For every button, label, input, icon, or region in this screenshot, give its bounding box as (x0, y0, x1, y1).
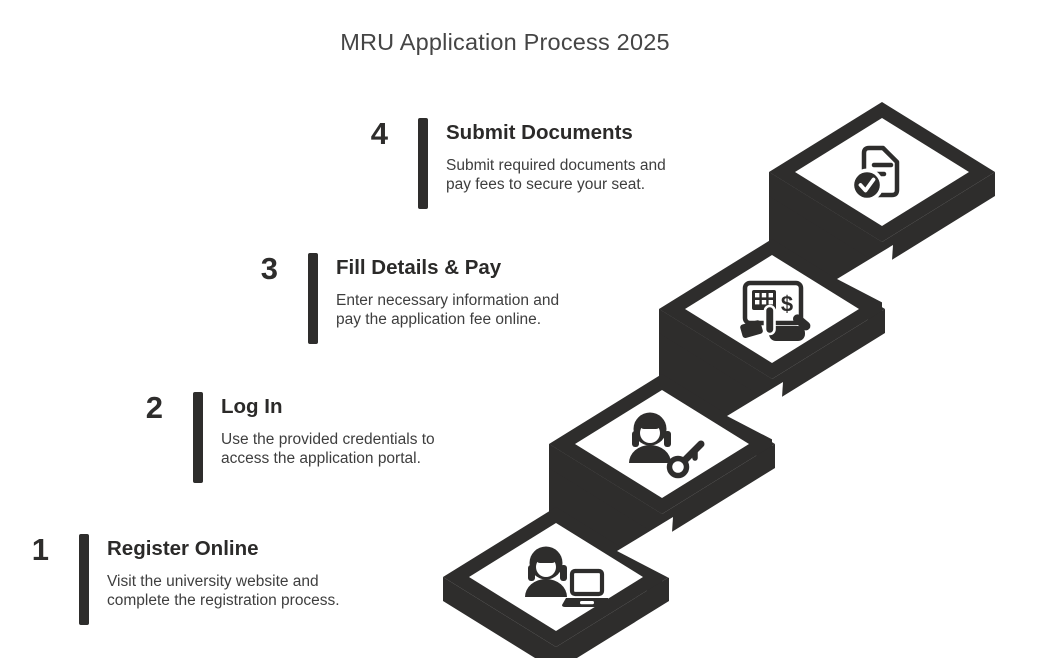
step-2-block: 2 Log In Use the provided credentials to… (146, 390, 513, 492)
step-junction-notch (837, 245, 893, 306)
document-check-icon (850, 145, 900, 202)
step-1-description: Visit the university website and complet… (107, 573, 340, 609)
step-tile (575, 390, 749, 498)
step-2-accent-bar (193, 392, 203, 483)
step-1-number: 1 (31, 532, 49, 567)
step-slab-side (443, 577, 669, 658)
svg-text:$: $ (781, 292, 793, 317)
step-2-number: 2 (145, 390, 163, 425)
step-slab-side (549, 444, 775, 538)
step-2-heading: Log In (221, 395, 283, 418)
step-3-description: Enter necessary information and pay the … (336, 292, 560, 328)
step-3-accent-bar (308, 253, 318, 344)
step-3-block: 3 Fill Details & Pay Enter necessary inf… (261, 251, 628, 353)
step-junction-notch (727, 382, 783, 443)
step-2-description: Use the provided credentials to access t… (221, 431, 435, 467)
step-4-number: 4 (370, 116, 388, 151)
step-4-block: 4 Submit Documents Submit required docum… (371, 116, 738, 218)
step-4-description: Submit required documents and pay fees t… (446, 157, 666, 193)
step-3-heading: Fill Details & Pay (336, 256, 502, 279)
step-slab-side (659, 309, 885, 403)
step-4-accent-bar (418, 118, 428, 209)
person-laptop-icon (525, 546, 612, 607)
step-junction-notch (617, 517, 673, 578)
page-title: MRU Application Process 2025 (340, 29, 670, 55)
step-1-accent-bar (79, 534, 89, 625)
step-1-block: 1 Register Online Visit the university w… (32, 532, 399, 634)
step-4-heading: Submit Documents (446, 121, 633, 144)
step-1-heading: Register Online (107, 537, 259, 560)
step-3-number: 3 (260, 251, 278, 286)
step-slab-side (769, 172, 995, 266)
person-key-icon (629, 412, 705, 479)
payment-terminal-icon: $ (740, 280, 811, 341)
